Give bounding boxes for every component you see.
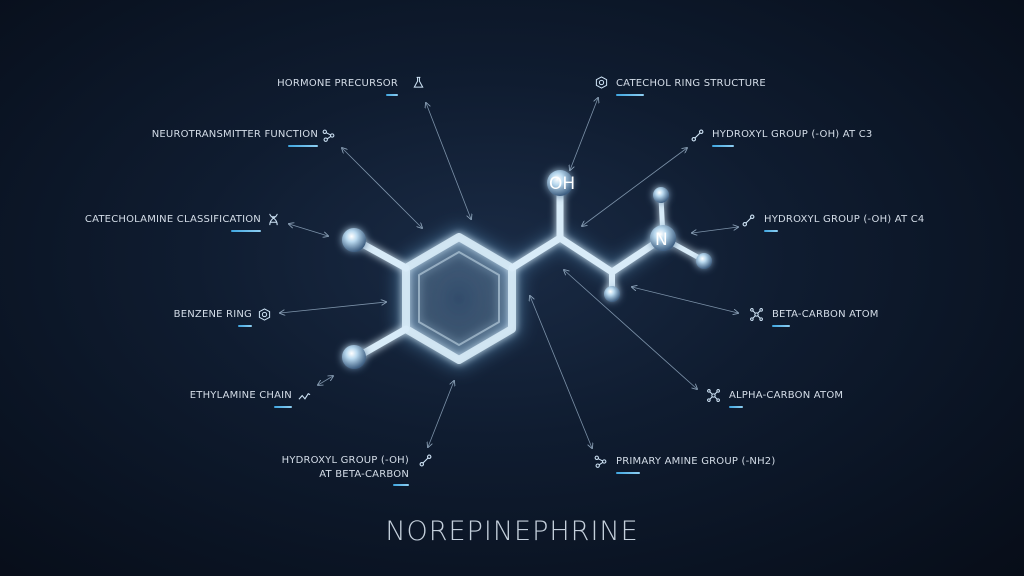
arrow-hormone-precursor [426,103,471,219]
benzene-inner-ring [418,251,500,346]
oxygen-atom-c4 [342,345,366,369]
arrow-ethylamine [318,376,333,385]
label-text: ALPHA-CARBON ATOM [729,390,844,401]
label-text: HYDROXYL GROUP (-OH) AT C3 [712,129,873,140]
label-underline [616,472,640,474]
bond-icon [419,454,432,467]
arrow-catechol [570,98,598,170]
label-catecholamine-classification: CATECHOLAMINE CLASSIFICATION [84,214,261,232]
label-hydroxyl-c3: HYDROXYL GROUP (-OH) AT C3 [712,129,873,147]
label-underline [274,406,292,408]
dna-icon [267,213,280,226]
label-text: NEUROTRANSMITTER FUNCTION [151,129,318,140]
benzene-ring-shape [402,233,516,364]
oxygen-atom-beta [547,170,573,196]
page-title: NOREPINEPHRINE [385,516,639,547]
hydrogen-atom-3 [604,286,620,302]
bond-icon [691,129,704,142]
bond-icon [742,214,755,227]
arrow-hydroxyl-c4 [692,227,738,233]
arrow-neurotransmitter [342,148,422,228]
label-text: HYDROXYL GROUP (-OH) AT C4 [764,214,925,225]
molecule-atoms [342,170,712,369]
hydrogen-atom-2 [696,253,712,269]
label-underline [231,230,261,232]
label-underline [712,145,734,147]
label-text: PRIMARY AMINE GROUP (-NH2) [616,456,776,467]
label-text: CATECHOLAMINE CLASSIFICATION [84,214,261,225]
label-catechol-ring-structure: CATECHOL RING STRUCTURE [616,78,766,96]
zigzag-icon [298,390,311,403]
arrow-hydroxyl-beta [428,381,454,447]
label-alpha-carbon-atom: ALPHA-CARBON ATOM [729,390,844,408]
label-underline [764,230,778,232]
pointer-arrows [280,98,738,448]
label-underline [729,406,743,408]
label-underline [386,94,398,96]
hydrogen-atom-1 [653,187,669,203]
label-text: HORMONE PRECURSOR [277,78,398,89]
arrow-catecholamine [289,224,328,236]
hexagon-icon [258,308,271,321]
label-text-line2: AT BETA-CARBON [319,469,409,480]
atom-label-oh: OH [549,174,575,194]
arrow-alpha-carbon [564,270,697,389]
label-underline [393,484,409,486]
molecule-icon [594,455,607,468]
label-underline [772,325,790,327]
label-underline [238,325,252,327]
label-neurotransmitter-function: NEUROTRANSMITTER FUNCTION [151,129,318,147]
label-text: ETHYLAMINE CHAIN [189,390,292,401]
hexagon-icon [595,76,608,89]
atom-label-n: N [655,230,668,250]
flask-icon [412,76,425,89]
atom-cross-icon [707,389,720,402]
oxygen-atom-c3 [342,228,366,252]
label-text-line1: HYDROXYL GROUP (-OH) [281,455,409,466]
label-primary-amine-group: PRIMARY AMINE GROUP (-NH2) [616,456,776,474]
molecule-bonds [353,189,706,364]
label-beta-carbon-atom: BETA-CARBON ATOM [772,309,879,327]
label-hydroxyl-beta-carbon: HYDROXYL GROUP (-OH) AT BETA-CARBON [281,454,409,486]
nitrogen-atom [650,225,676,251]
arrow-hydroxyl-c3 [582,148,687,226]
label-underline [288,145,318,147]
label-underline [616,94,644,96]
atom-cross-icon [750,308,763,321]
label-hydroxyl-c4: HYDROXYL GROUP (-OH) AT C4 [764,214,925,232]
label-text: CATECHOL RING STRUCTURE [616,78,766,89]
label-text: BETA-CARBON ATOM [772,309,879,320]
label-ethylamine-chain: ETHYLAMINE CHAIN [189,390,292,408]
label-text: BENZENE RING [173,309,252,320]
molecule-icon [322,129,335,142]
arrow-benzene [280,302,386,313]
arrow-primary-amine [530,296,592,448]
arrow-beta-carbon [632,287,738,313]
label-benzene-ring: BENZENE RING [173,309,252,327]
label-hormone-precursor: HORMONE PRECURSOR [277,78,398,96]
